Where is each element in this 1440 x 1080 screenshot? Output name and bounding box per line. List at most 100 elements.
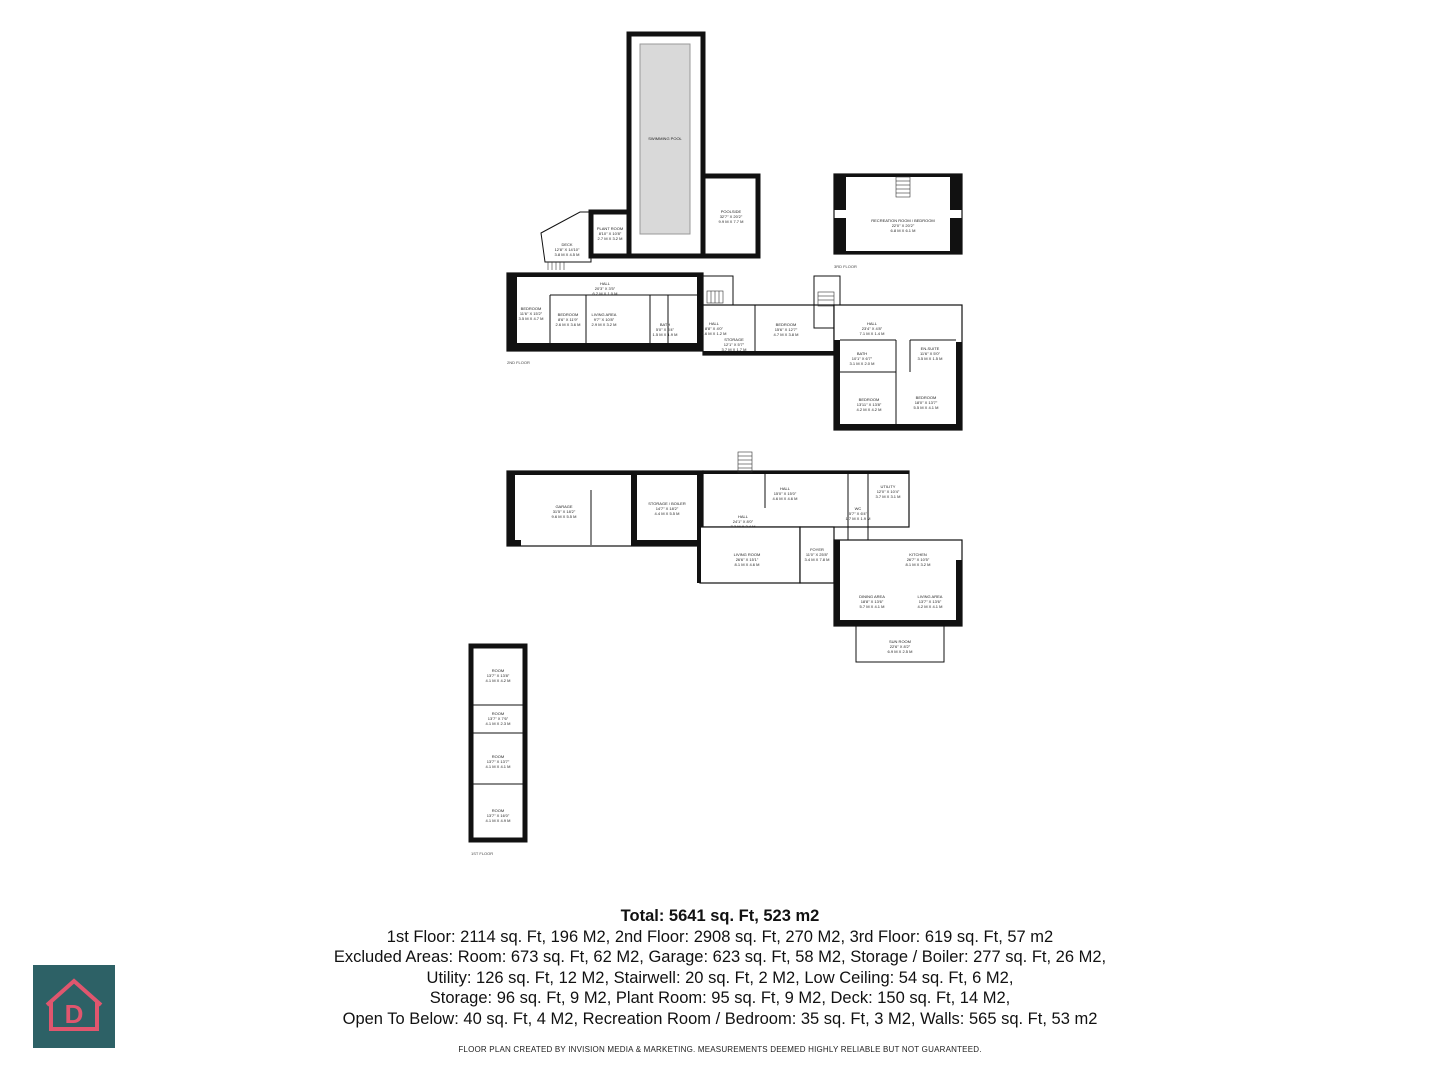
hall-2f-b-label: HALL <box>709 321 720 326</box>
hall-2f-c-label: HALL <box>867 321 878 326</box>
room-2-dims: 13'7" X 7'6" <box>488 716 509 721</box>
kitchen-metric: 8.1 M X 3.2 M <box>906 562 931 567</box>
room-1-metric: 4.1 M X 4.2 M <box>486 678 511 683</box>
foyer-metric: 3.4 M X 7.8 M <box>805 557 830 562</box>
bedroom-a-dims: 11'6" X 15'2" <box>520 311 543 316</box>
foyer-dims: 11'0" X 25'8" <box>806 552 829 557</box>
deck-outline <box>540 211 592 263</box>
poolside-metric: 9.9 M X 7.7 M <box>719 219 744 224</box>
living-area-1f-label: LIVING AREA <box>918 594 943 599</box>
credit-note: FLOOR PLAN CREATED BY INVISION MEDIA & M… <box>458 1045 982 1054</box>
sun-room-metric: 6.9 M X 2.5 M <box>888 649 913 654</box>
summary-line-3: Utility: 126 sq. Ft, 12 M2, Stairwell: 2… <box>426 968 1014 987</box>
room-4-label: ROOM <box>492 808 504 813</box>
deck-dims: 12'8" X 14'10" <box>555 247 580 252</box>
bath-2f-dims: 5'0" X 6'4" <box>656 327 675 332</box>
floor-plan-drawing: SWIMMING POOL POOLSIDE 32'7" X 20'2" 9.9… <box>468 31 963 856</box>
room-3-dims: 13'7" X 13'7" <box>487 759 510 764</box>
pool-area: SWIMMING POOL POOLSIDE 32'7" X 20'2" 9.9… <box>540 31 761 270</box>
room-3-metric: 4.1 M X 4.1 M <box>486 764 511 769</box>
hall-1f-b-label: HALL <box>780 486 791 491</box>
sun-room-label: SUN ROOM <box>889 639 911 644</box>
bedroom-e-dims: 18'0" X 13'7" <box>915 400 938 405</box>
bath-2f-metric: 1.5 M X 1.9 M <box>653 332 678 337</box>
utility-dims: 12'0" X 10'4" <box>877 489 900 494</box>
first-floor-label: 1ST FLOOR <box>471 851 493 856</box>
second-floor: BEDROOM 11'6" X 15'2" 3.5 M X 4.7 M BEDR… <box>506 272 963 431</box>
dining-area-label: DINING AREA <box>859 594 885 599</box>
recreation-metric: 6.8 M X 6.1 M <box>891 228 916 233</box>
logo-letter: D <box>65 999 84 1029</box>
summary-line-4: Storage: 96 sq. Ft, 9 M2, Plant Room: 95… <box>429 989 1011 1008</box>
area-summary: Total: 5641 sq. Ft, 523 m2 1st Floor: 21… <box>220 906 1220 1030</box>
bedroom-b-metric: 2.6 M X 3.6 M <box>556 322 581 327</box>
recreation-label: RECREATION ROOM / BEDROOM <box>871 218 934 223</box>
wc-dims: 5'7" X 6'4" <box>849 511 868 516</box>
storage-boiler-dims: 14'7" X 18'2" <box>656 506 679 511</box>
living-area-1f-metric: 4.2 M X 4.1 M <box>918 604 943 609</box>
summary-line-1: 1st Floor: 2114 sq. Ft, 196 M2, 2nd Floo… <box>386 927 1054 946</box>
living-room-label: LIVING ROOM <box>734 552 761 557</box>
recreation-dims: 22'0" X 20'2" <box>892 223 915 228</box>
ensuite-dims: 11'6" X 5'0" <box>920 351 941 356</box>
bedroom-b-label: BEDROOM <box>558 312 579 317</box>
deck-metric: 3.8 M X 4.5 M <box>555 252 580 257</box>
bath-2f-b-dims: 10'1" X 6'7" <box>852 356 873 361</box>
third-floor: RECREATION ROOM / BEDROOM 22'0" X 20'2" … <box>833 173 963 269</box>
room-1-label: ROOM <box>492 668 504 673</box>
utility-label: UTILITY <box>881 484 896 489</box>
foyer-label: FOYER <box>810 547 824 552</box>
deck-label: DECK <box>561 242 572 247</box>
garage-dims: 31'5" X 18'2" <box>553 509 576 514</box>
utility-metric: 3.7 M X 3.1 M <box>876 494 901 499</box>
bath-2f-label: BATH <box>660 322 670 327</box>
outbuilding: ROOM 13'7" X 13'8" 4.1 M X 4.2 M ROOM 13… <box>468 643 528 856</box>
house-d-icon: D <box>45 978 103 1031</box>
garage-label: GARAGE <box>555 504 572 509</box>
hall-1f-label: HALL <box>738 514 749 519</box>
plant-room-metric: 2.7 M X 3.2 M <box>598 236 623 241</box>
room-4-dims: 13'7" X 16'0" <box>487 813 510 818</box>
hall-2f-b-dims: 8'8" X 4'0" <box>705 326 724 331</box>
swimming-pool-basin <box>639 43 691 235</box>
wc-label: WC <box>855 506 862 511</box>
bedroom-c-label: BEDROOM <box>776 322 797 327</box>
living-area-2f-label: LIVING AREA <box>592 312 617 317</box>
hall-2f-b-metric: 2.6 M X 1.2 M <box>702 331 727 336</box>
second-floor-label: 2ND FLOOR <box>507 360 530 365</box>
summary-line-5: Open To Below: 40 sq. Ft, 4 M2, Recreati… <box>342 1009 1098 1028</box>
hall-2f-c-metric: 7.1 M X 1.4 M <box>860 331 885 336</box>
kitchen-dims: 26'7" X 10'5" <box>907 557 930 562</box>
bedroom-e-label: BEDROOM <box>916 395 937 400</box>
room-1-dims: 13'7" X 13'8" <box>487 673 510 678</box>
third-floor-label: 3RD FLOOR <box>834 264 857 269</box>
storage-2f-dims: 12'1" X 5'7" <box>724 342 745 347</box>
bedroom-d-metric: 4.2 M X 4.2 M <box>857 407 882 412</box>
bedroom-d-label: BEDROOM <box>859 397 880 402</box>
room-3-label: ROOM <box>492 754 504 759</box>
sun-room-dims: 22'6" X 8'2" <box>890 644 911 649</box>
room-4-metric: 4.1 M X 4.9 M <box>486 818 511 823</box>
dining-area-dims: 18'8" X 13'6" <box>861 599 884 604</box>
ensuite-label: EN-SUITE <box>921 346 940 351</box>
living-area-2f-dims: 9'7" X 10'8" <box>594 317 615 322</box>
plant-room-label: PLANT ROOM <box>597 226 623 231</box>
hall-2f-a-dims: 20'3" X 3'5" <box>595 286 616 291</box>
poolside-label: POOLSIDE <box>721 209 742 214</box>
room-2-label: ROOM <box>492 711 504 716</box>
wc-metric: 1.7 M X 1.9 M <box>846 516 871 521</box>
plant-room-dims: 8'10" X 10'8" <box>599 231 622 236</box>
living-room-metric: 8.1 M X 4.6 M <box>735 562 760 567</box>
bath-2f-b-label: BATH <box>857 351 867 356</box>
bedroom-b-dims: 8'6" X 11'9" <box>558 317 579 322</box>
living-room-dims: 26'6" X 15'1" <box>736 557 759 562</box>
bedroom-a-metric: 3.5 M X 4.7 M <box>519 316 544 321</box>
hall-1f-dims: 24'1" X 8'0" <box>733 519 754 524</box>
kitchen-label: KITCHEN <box>909 552 927 557</box>
storage-2f-label: STORAGE <box>724 337 744 342</box>
garage-metric: 9.6 M X 5.5 M <box>552 514 577 519</box>
hall-2f-a-label: HALL <box>600 281 611 286</box>
room-2-metric: 4.1 M X 2.3 M <box>486 721 511 726</box>
bedroom-a-label: BEDROOM <box>521 306 542 311</box>
bedroom-e-metric: 5.5 M X 4.1 M <box>914 405 939 410</box>
